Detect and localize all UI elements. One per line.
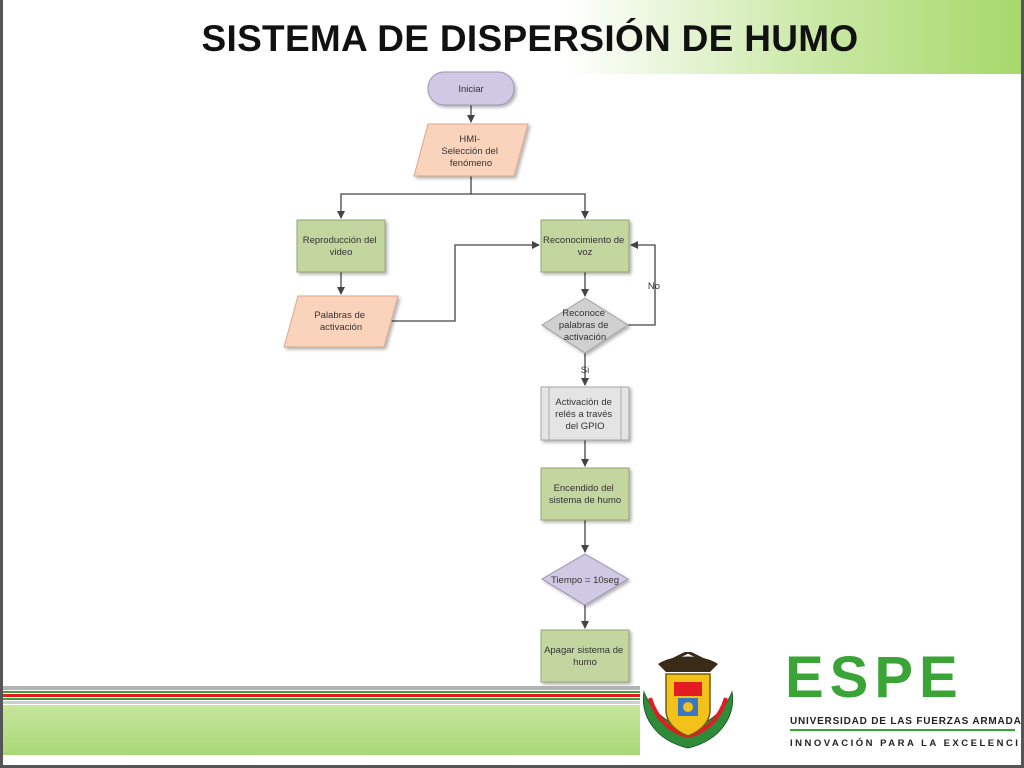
node-encendido: Encendido del sistema de humo (540, 467, 630, 521)
node-video-label: Reproducción del video (303, 235, 380, 258)
footer-stripes (0, 686, 640, 756)
node-palabras-label: Palabras de activación (314, 310, 367, 333)
espe-logo-subtitle: UNIVERSIDAD DE LAS FUERZAS ARMADAS (790, 716, 1024, 731)
edge-split-voz (471, 193, 589, 219)
node-decision: Reconoce palabras de activación (541, 297, 629, 354)
node-reles: Activación de relés a través del GPIO (540, 386, 630, 441)
node-voz-label: Reconocimiento de voz (543, 235, 627, 258)
node-reles-label: Activación de relés a través del GPIO (555, 397, 615, 432)
frame-bottom (0, 765, 1024, 768)
edge-label-si: Si (581, 365, 589, 376)
node-start-label: Iniciar (458, 84, 483, 95)
espe-logo-tagline: INNOVACIÓN PARA LA EXCELENCIA (790, 738, 1024, 749)
node-start: Iniciar (427, 71, 515, 106)
node-video: Reproducción del video (296, 219, 386, 273)
node-apagar-label: Apagar sistema de humo (544, 645, 626, 668)
edge-label-no: No (648, 281, 660, 292)
footer-band (0, 705, 640, 755)
node-encendido-label: Encendido del sistema de humo (549, 483, 621, 506)
node-hmi-label: HMI- Selección del fenómeno (441, 134, 500, 169)
node-palabras: Palabras de activación (283, 295, 399, 348)
frame-left (0, 0, 3, 768)
node-tiempo: Tiempo = 10seg (541, 553, 629, 606)
node-tiempo-label: Tiempo = 10seg (551, 575, 619, 586)
node-hmi: HMI- Selección del fenómeno (413, 123, 529, 177)
node-decision-label: Reconoce palabras de activación (559, 308, 611, 343)
slide-title: SISTEMA DE DISPERSIÓN DE HUMO (201, 18, 859, 59)
title-band (0, 0, 1024, 74)
edge-hmi-split (337, 176, 472, 219)
node-voz: Reconocimiento de voz (540, 219, 630, 273)
edge-palabras-voz (386, 241, 540, 322)
crest-icon (642, 652, 734, 749)
connectors (337, 105, 656, 629)
node-apagar: Apagar sistema de humo (540, 629, 630, 683)
espe-logo-wordmark: ESPE (785, 645, 964, 710)
edge-decision-no (628, 241, 656, 326)
frame-right (1021, 0, 1024, 768)
